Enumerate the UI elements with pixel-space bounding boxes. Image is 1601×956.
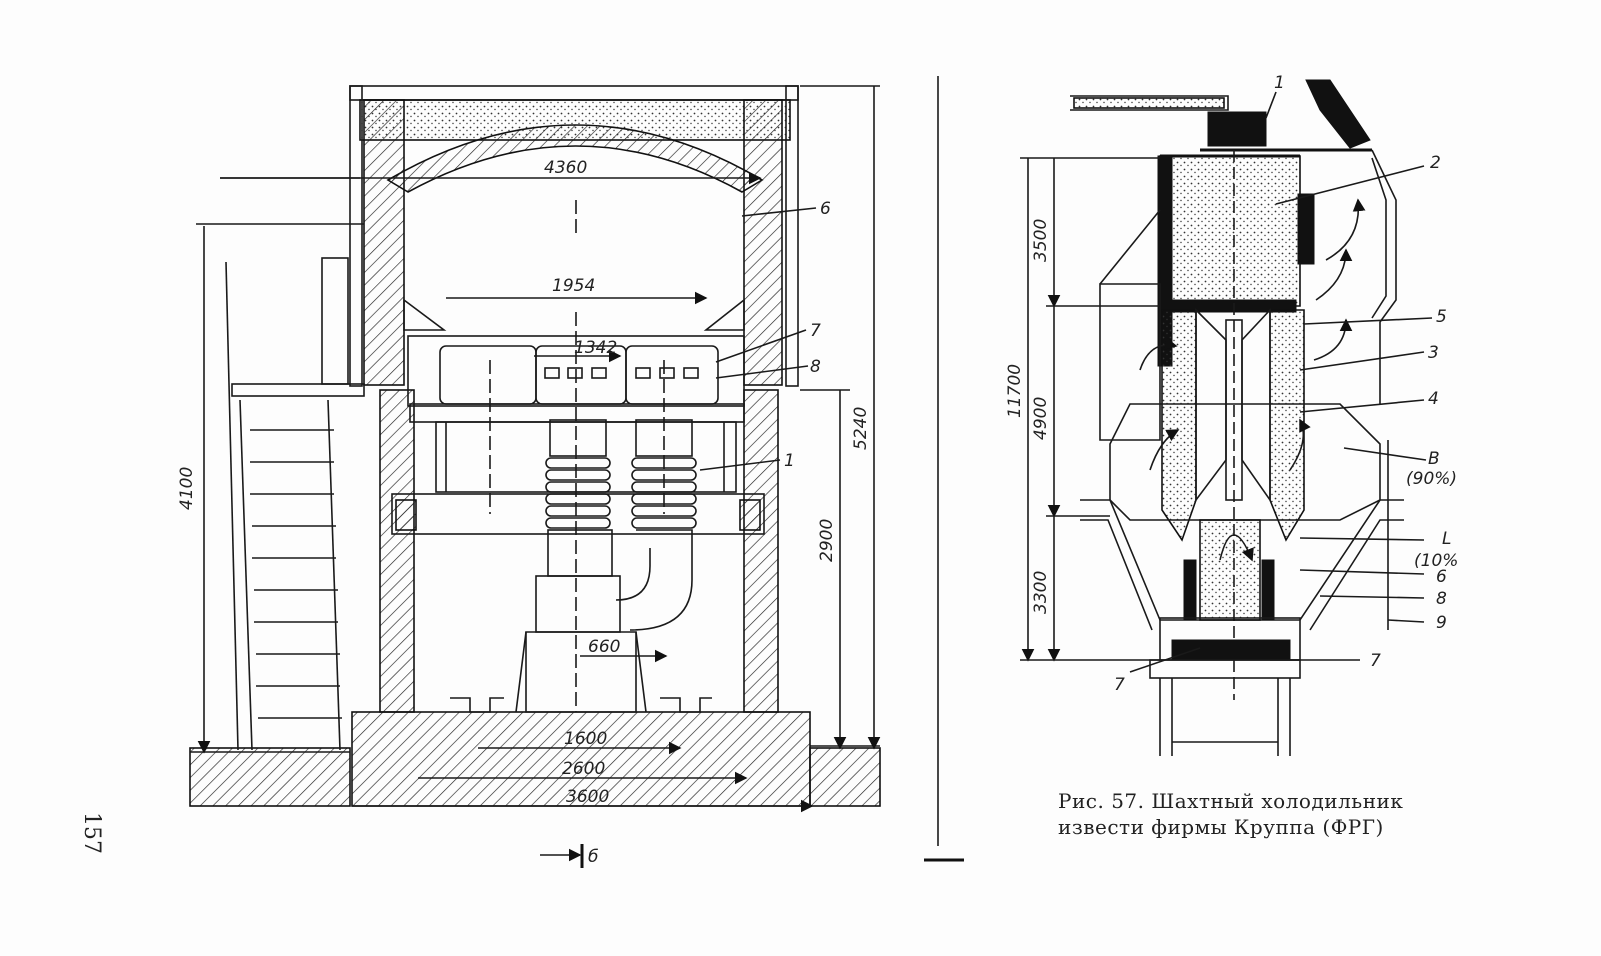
dim-2900: 2900 <box>817 519 837 562</box>
ref-6: 6 <box>820 199 831 219</box>
bellows-left <box>545 419 611 529</box>
feeder-1 <box>1207 111 1267 147</box>
ref-r7a: 7 <box>1114 675 1125 695</box>
left-drawing: 4360 1954 1342 660 1600 2600 3600 4100 5… <box>177 85 881 868</box>
figure-caption: Рис. 57. Шахтный холодильник извести фир… <box>1058 788 1418 840</box>
dim-2600: 2600 <box>562 759 605 779</box>
dim-11700: 11700 <box>1005 364 1025 418</box>
ref-r5: 5 <box>1436 307 1447 327</box>
roof-slab <box>349 85 799 101</box>
left-wall-upper <box>363 99 405 386</box>
ref-rB-pct: (90%) <box>1406 469 1457 489</box>
right-drawing: 11700 3500 4900 3300 1 2 5 3 4 В (90%) L… <box>1005 73 1458 756</box>
ref-r2: 2 <box>1430 153 1441 173</box>
dim-660: 660 <box>588 637 620 657</box>
dim-5240: 5240 <box>851 407 871 450</box>
dim-1342: 1342 <box>574 338 617 358</box>
right-wall-lower <box>743 389 779 713</box>
dim-1600: 1600 <box>564 729 607 749</box>
page-number: 157 <box>79 812 104 854</box>
ref-1: 1 <box>784 451 795 471</box>
dim-3300: 3300 <box>1031 571 1051 614</box>
ref-r9: 9 <box>1436 613 1447 633</box>
ref-r4: 4 <box>1428 389 1439 409</box>
ref-r8: 8 <box>1436 589 1447 609</box>
right-wall-upper <box>743 99 783 386</box>
ref-r7b: 7 <box>1370 651 1381 671</box>
ref-7: 7 <box>810 321 821 341</box>
caption-line-2: извести фирмы Круппа (ФРГ) <box>1058 815 1384 839</box>
stair <box>196 177 365 751</box>
ref-rB: В <box>1428 449 1440 469</box>
ground <box>189 711 881 807</box>
ref-8: 8 <box>810 357 821 377</box>
section-mark: б <box>588 847 598 867</box>
ref-r1: 1 <box>1274 73 1285 93</box>
ref-r6: 6 <box>1436 567 1447 587</box>
dim-3500: 3500 <box>1031 219 1051 262</box>
ref-r3: 3 <box>1428 343 1439 363</box>
support-beam <box>391 493 765 535</box>
dim-1954: 1954 <box>552 276 595 296</box>
dim-4100: 4100 <box>177 467 197 510</box>
ref-rL-pct: (10% <box>1414 551 1458 571</box>
caption-line-1: Рис. 57. Шахтный холодильник <box>1058 789 1404 813</box>
left-wall-lower <box>379 389 415 713</box>
lower-duct <box>535 575 621 633</box>
dim-4360: 4360 <box>544 158 587 178</box>
dim-3600: 3600 <box>566 787 609 807</box>
dim-4900: 4900 <box>1031 397 1051 440</box>
ref-rL: L <box>1442 529 1451 549</box>
